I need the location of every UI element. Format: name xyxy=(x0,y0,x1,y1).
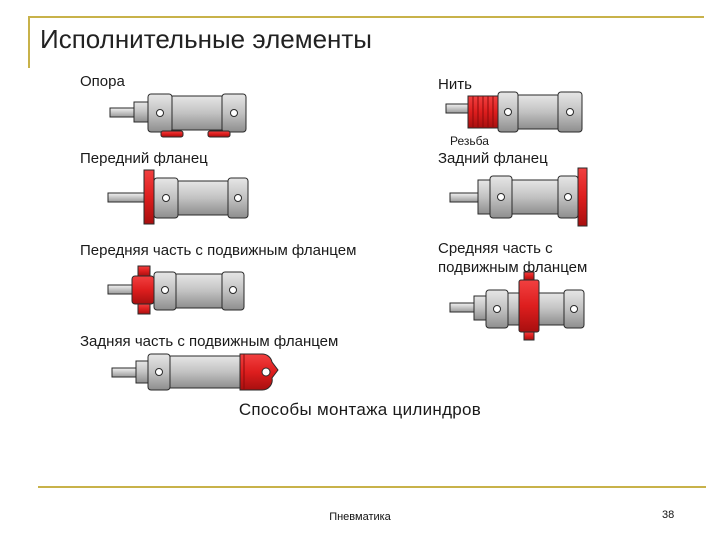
cylinder-thread-mount xyxy=(445,91,583,133)
label-rear-swivel: Задняя часть с подвижным фланцем xyxy=(80,333,339,350)
label-middle-swivel-line2: подвижным фланцем xyxy=(438,259,588,276)
cylinder-middle-swivel-flange xyxy=(449,271,585,341)
label-middle-swivel-line1: Средняя часть с xyxy=(438,240,553,257)
label-front-swivel: Передняя часть с подвижным фланцем xyxy=(80,242,357,259)
frame-left-line xyxy=(28,16,30,68)
cylinder-foot-mount xyxy=(109,93,247,138)
footer-subject: Пневматика xyxy=(329,511,391,523)
frame-bottom-line xyxy=(38,486,706,488)
slide-title: Исполнительные элементы xyxy=(40,24,372,54)
cylinder-front-flange xyxy=(107,169,249,225)
diagram-caption: Способы монтажа цилиндров xyxy=(238,400,482,419)
cylinder-rear-swivel-flange xyxy=(111,353,279,391)
label-rear-flange: Задний фланец xyxy=(438,150,548,167)
label-foot-mount: Опора xyxy=(80,73,125,90)
label-front-flange: Передний фланец xyxy=(80,150,208,167)
label-thread-sublabel: Резьба xyxy=(450,134,489,148)
page-number: 38 xyxy=(662,509,675,521)
cylinder-front-swivel-flange xyxy=(107,265,245,315)
label-thread-mount: Нить xyxy=(438,76,472,93)
frame-top-line xyxy=(28,16,704,18)
cylinder-rear-flange xyxy=(449,167,588,227)
